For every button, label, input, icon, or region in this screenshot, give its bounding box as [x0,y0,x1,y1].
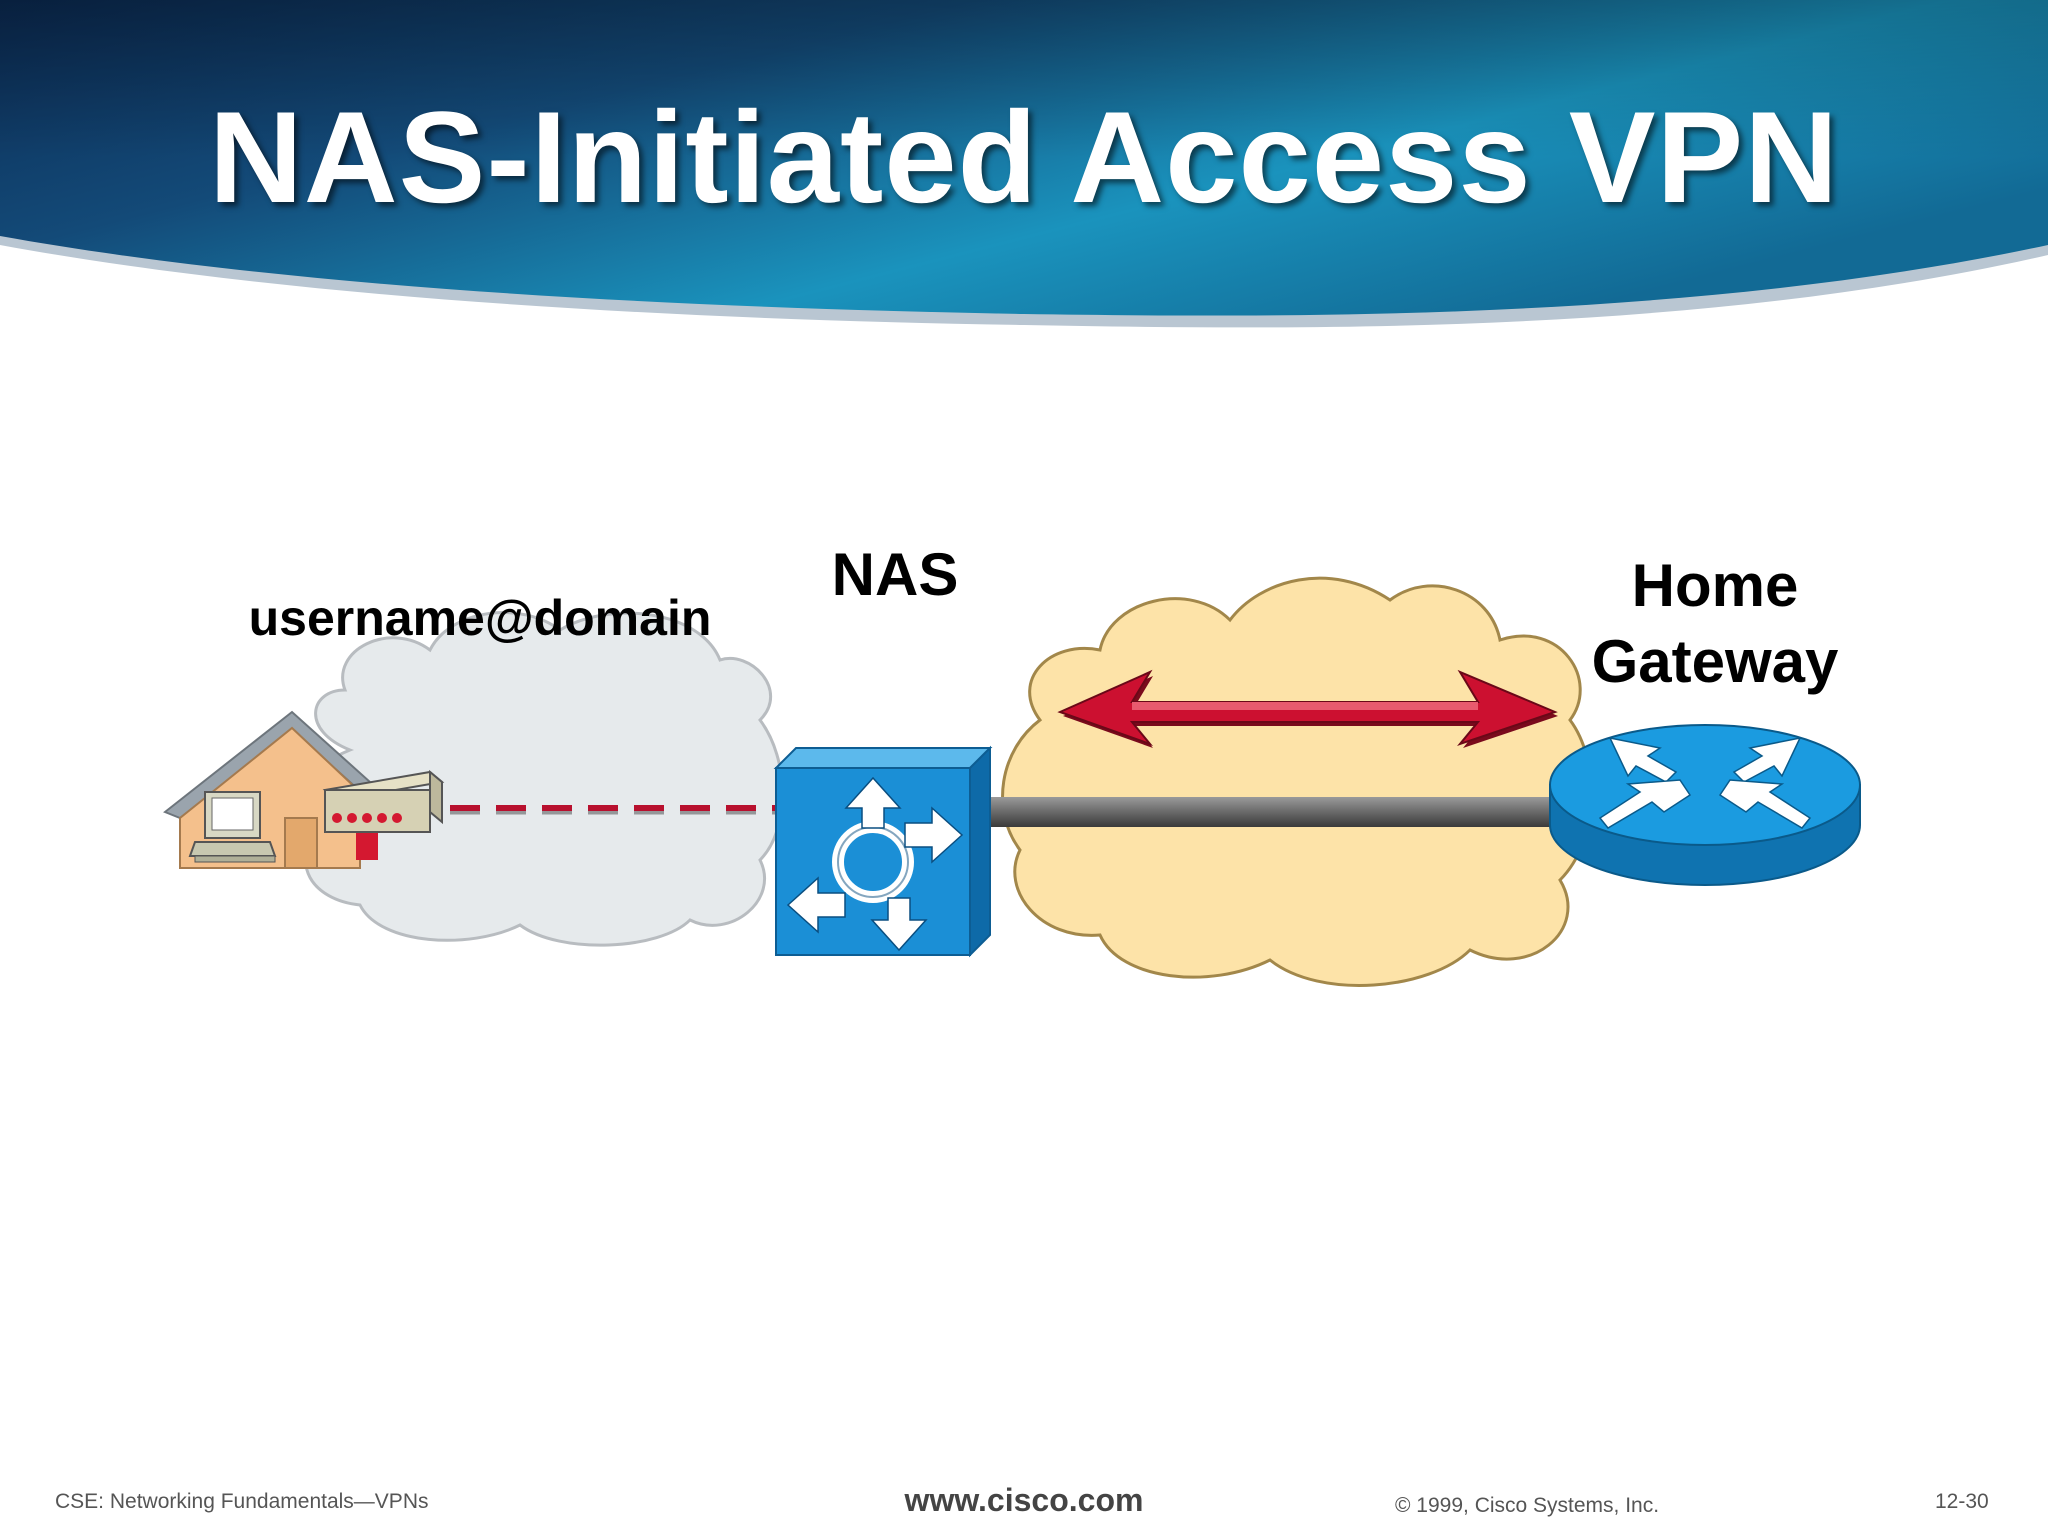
backbone-link [960,797,1565,827]
footer-course: CSE: Networking Fundamentals—VPNs [55,1490,429,1513]
page-title: NAS-Initiated Access VPN [208,84,1840,230]
user-label: username@domain [248,590,712,646]
nas-device-icon [773,745,993,958]
footer-website[interactable]: www.cisco.com [904,1482,1144,1518]
home-user-icon [163,710,445,869]
home-gateway-router-icon [1549,724,1861,886]
isp-cloud [1001,576,1593,987]
home-gateway-label: Home Gateway [1540,548,1890,700]
home-gateway-label-line2: Gateway [1591,628,1839,695]
dialup-cloud [301,611,784,947]
home-gateway-label-line1: Home [1631,552,1799,619]
footer-page-number: 12-30 [1935,1490,1989,1513]
nas-label: NAS [831,541,959,608]
title-banner [0,0,2048,328]
tunnel-arrow [1057,669,1558,748]
footer-copyright: © 1999, Cisco Systems, Inc. [1395,1494,1660,1517]
